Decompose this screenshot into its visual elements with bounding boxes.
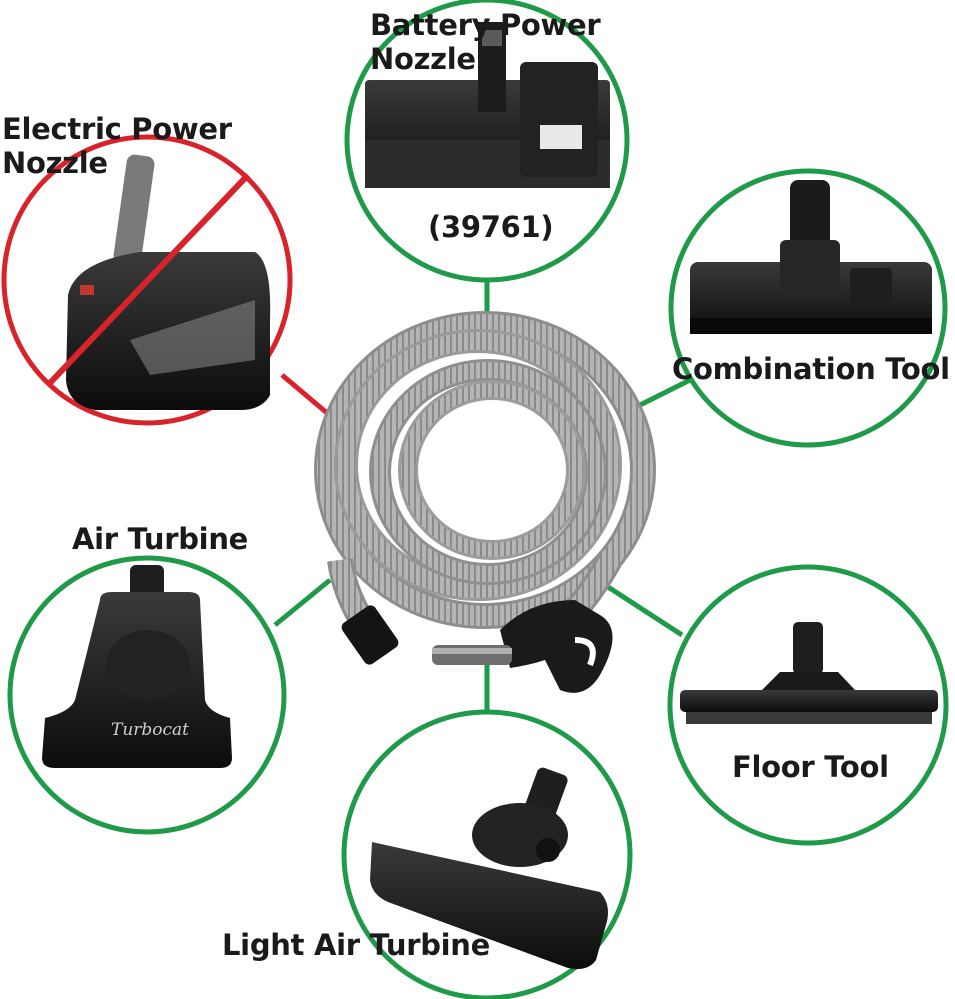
- electric-power-nozzle: [1, 134, 293, 426]
- connector-combination: [638, 377, 692, 408]
- label-light-air-turbine: Light Air Turbine: [222, 928, 491, 962]
- turbocat-brand-text: Turbocat: [111, 720, 189, 740]
- combination-tool: [668, 168, 948, 448]
- air-turbine: Turbocat: [7, 555, 287, 835]
- label-battery-power-nozzle: Battery Power Nozzle: [370, 8, 601, 76]
- prohibited-slash-icon: [45, 172, 251, 388]
- hose-cuff: [341, 605, 399, 665]
- label-line: Battery Power: [370, 8, 601, 42]
- floor-tool: [667, 564, 949, 846]
- light-air-turbine: [341, 709, 633, 999]
- label-line: Nozzle: [370, 42, 476, 76]
- battery-power-nozzle: [344, 0, 630, 283]
- connector-air-turbine: [273, 578, 332, 627]
- connector-electric: [280, 373, 335, 420]
- label-line: Electric Power: [2, 112, 232, 146]
- connector-floor: [603, 582, 684, 638]
- label-electric-power-nozzle: Electric Power Nozzle: [2, 112, 232, 180]
- hose-handle: [432, 600, 613, 693]
- label-air-turbine: Air Turbine: [72, 522, 249, 556]
- label-battery-model: (39761): [428, 210, 554, 244]
- coiled-hose: [314, 311, 656, 693]
- connector-lines: [273, 282, 692, 712]
- label-combination-tool: Combination Tool: [672, 352, 950, 386]
- label-line: Nozzle: [2, 146, 108, 180]
- label-floor-tool: Floor Tool: [732, 750, 889, 784]
